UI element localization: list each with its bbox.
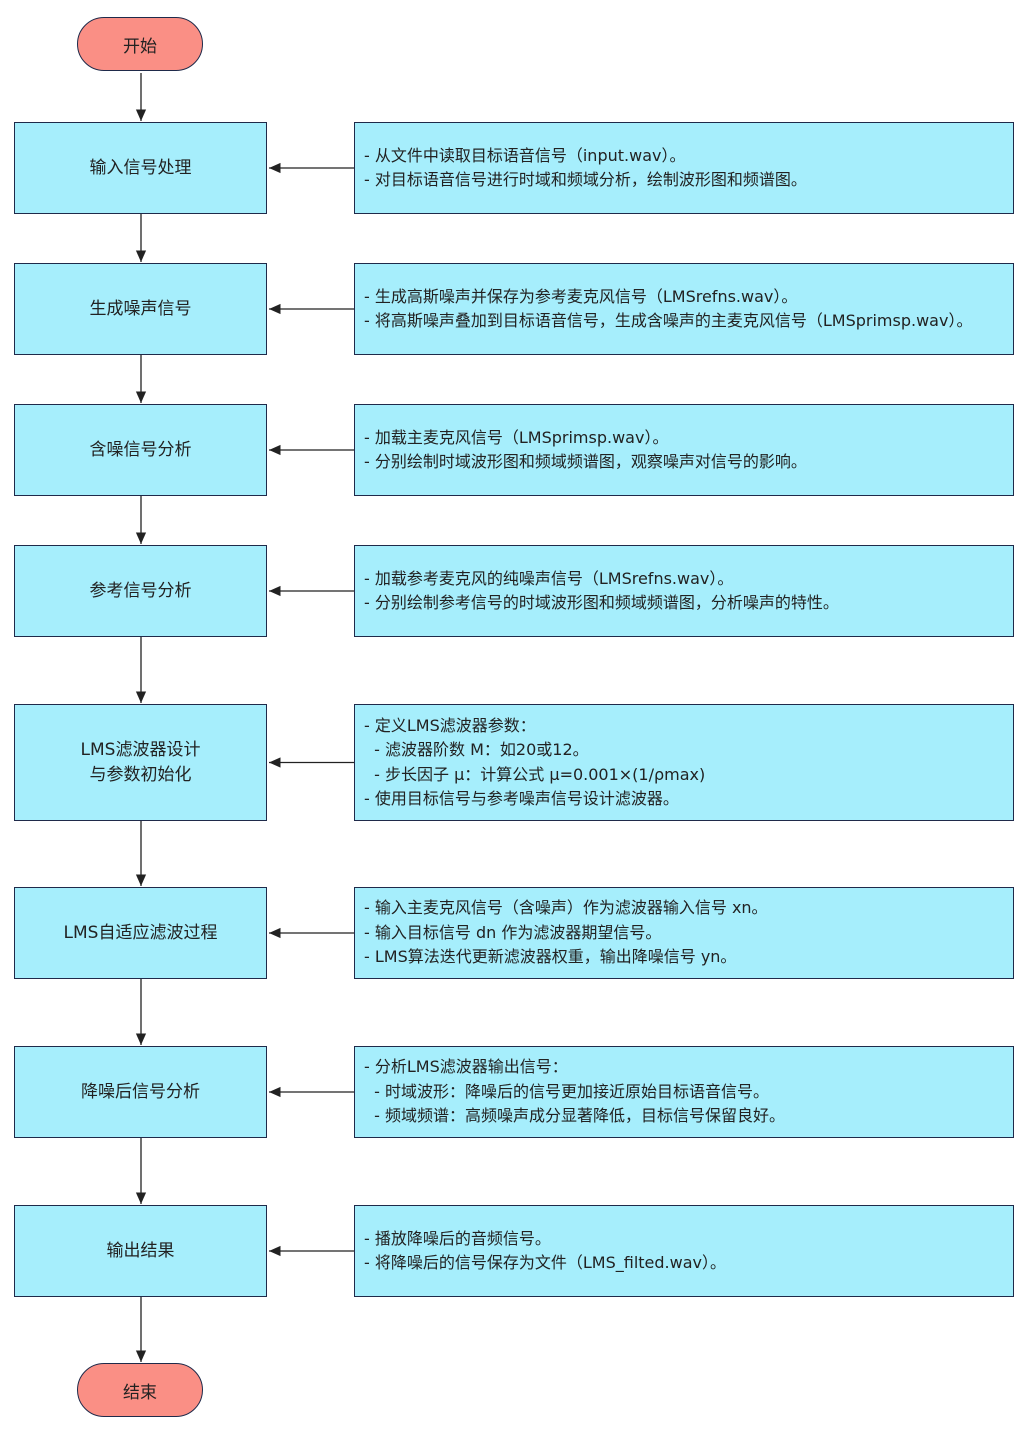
description-line: - 分别绘制时域波形图和频域频谱图，观察噪声对信号的影响。 [364,452,807,471]
description-line: - 时域波形：降噪后的信号更加接近原始目标语音信号。 [364,1081,770,1101]
description-line: - 输入主麦克风信号（含噪声）作为滤波器输入信号 xn。 [364,898,768,918]
step-label: 生成噪声信号 [89,298,192,319]
description-line: - 使用目标信号与参考噪声信号设计滤波器。 [364,789,679,808]
process-step: 含噪信号分析 [14,404,267,496]
step-label: LMS滤波器设计 与参数初始化 [80,739,201,785]
description-line: - 将降噪后的信号保存为文件（LMS_filted.wav）。 [364,1253,726,1272]
step-label: 含噪信号分析 [89,439,192,460]
process-step: 生成噪声信号 [14,263,267,355]
step-label: LMS自适应滤波过程 [63,922,218,943]
description-line: - 播放降噪后的音频信号。 [364,1228,551,1248]
step-description: - 定义LMS滤波器参数： - 滤波器阶数 M：如20或12。 - 步长因子 μ… [354,704,1014,821]
description-line: - 加载主麦克风信号（LMSprimsp.wav）。 [364,427,669,447]
description-line: - 分别绘制参考信号的时域波形图和频域频谱图，分析噪声的特性。 [364,593,839,612]
step-label: 参考信号分析 [89,580,192,601]
step-label: 降噪后信号分析 [81,1081,200,1102]
description-line: - 对目标语音信号进行时域和频域分析，绘制波形图和频谱图。 [364,170,807,189]
description-line: - 步长因子 μ：计算公式 μ=0.001×(1/ρmax) [364,764,706,784]
description-line: - 从文件中读取目标语音信号（input.wav）。 [364,145,686,165]
end-node: 结束 [77,1363,203,1417]
step-label: 输入信号处理 [89,157,192,178]
step-description: - 输入主麦克风信号（含噪声）作为滤波器输入信号 xn。 - 输入目标信号 dn … [354,887,1014,979]
description-line: - 输入目标信号 dn 作为滤波器期望信号。 [364,922,662,942]
process-step: 输出结果 [14,1205,267,1297]
description-line: - 频域频谱：高频噪声成分显著降低，目标信号保留良好。 [364,1106,786,1126]
step-description: - 播放降噪后的音频信号。 - 将降噪后的信号保存为文件（LMS_filted.w… [354,1205,1014,1297]
description-line: - 滤波器阶数 M：如20或12。 [364,740,589,759]
process-step: 输入信号处理 [14,122,267,214]
step-description: - 生成高斯噪声并保存为参考麦克风信号（LMSrefns.wav）。 - 将高斯噪… [354,263,1014,355]
description-line: - 将高斯噪声叠加到目标语音信号，生成含噪声的主麦克风信号（LMSprimsp.… [364,311,973,330]
description-line: - LMS算法迭代更新滤波器权重，输出降噪信号 yn。 [364,947,737,967]
description-line: - 加载参考麦克风的纯噪声信号（LMSrefns.wav）。 [364,568,734,588]
step-description: - 加载主麦克风信号（LMSprimsp.wav）。 - 分别绘制时域波形图和频域… [354,404,1014,496]
process-step: LMS自适应滤波过程 [14,887,267,979]
process-step: LMS滤波器设计 与参数初始化 [14,704,267,821]
step-description: - 加载参考麦克风的纯噪声信号（LMSrefns.wav）。 - 分别绘制参考信号… [354,545,1014,637]
process-step: 参考信号分析 [14,545,267,637]
description-line: - 分析LMS滤波器输出信号： [364,1057,568,1077]
description-line: - 定义LMS滤波器参数： [364,715,536,735]
step-label: 输出结果 [106,1240,175,1261]
process-step: 降噪后信号分析 [14,1046,267,1138]
step-description: - 从文件中读取目标语音信号（input.wav）。 - 对目标语音信号进行时域和… [354,122,1014,214]
step-description: - 分析LMS滤波器输出信号： - 时域波形：降噪后的信号更加接近原始目标语音信… [354,1046,1014,1138]
start-node: 开始 [77,17,203,71]
description-line: - 生成高斯噪声并保存为参考麦克风信号（LMSrefns.wav）。 [364,286,798,306]
